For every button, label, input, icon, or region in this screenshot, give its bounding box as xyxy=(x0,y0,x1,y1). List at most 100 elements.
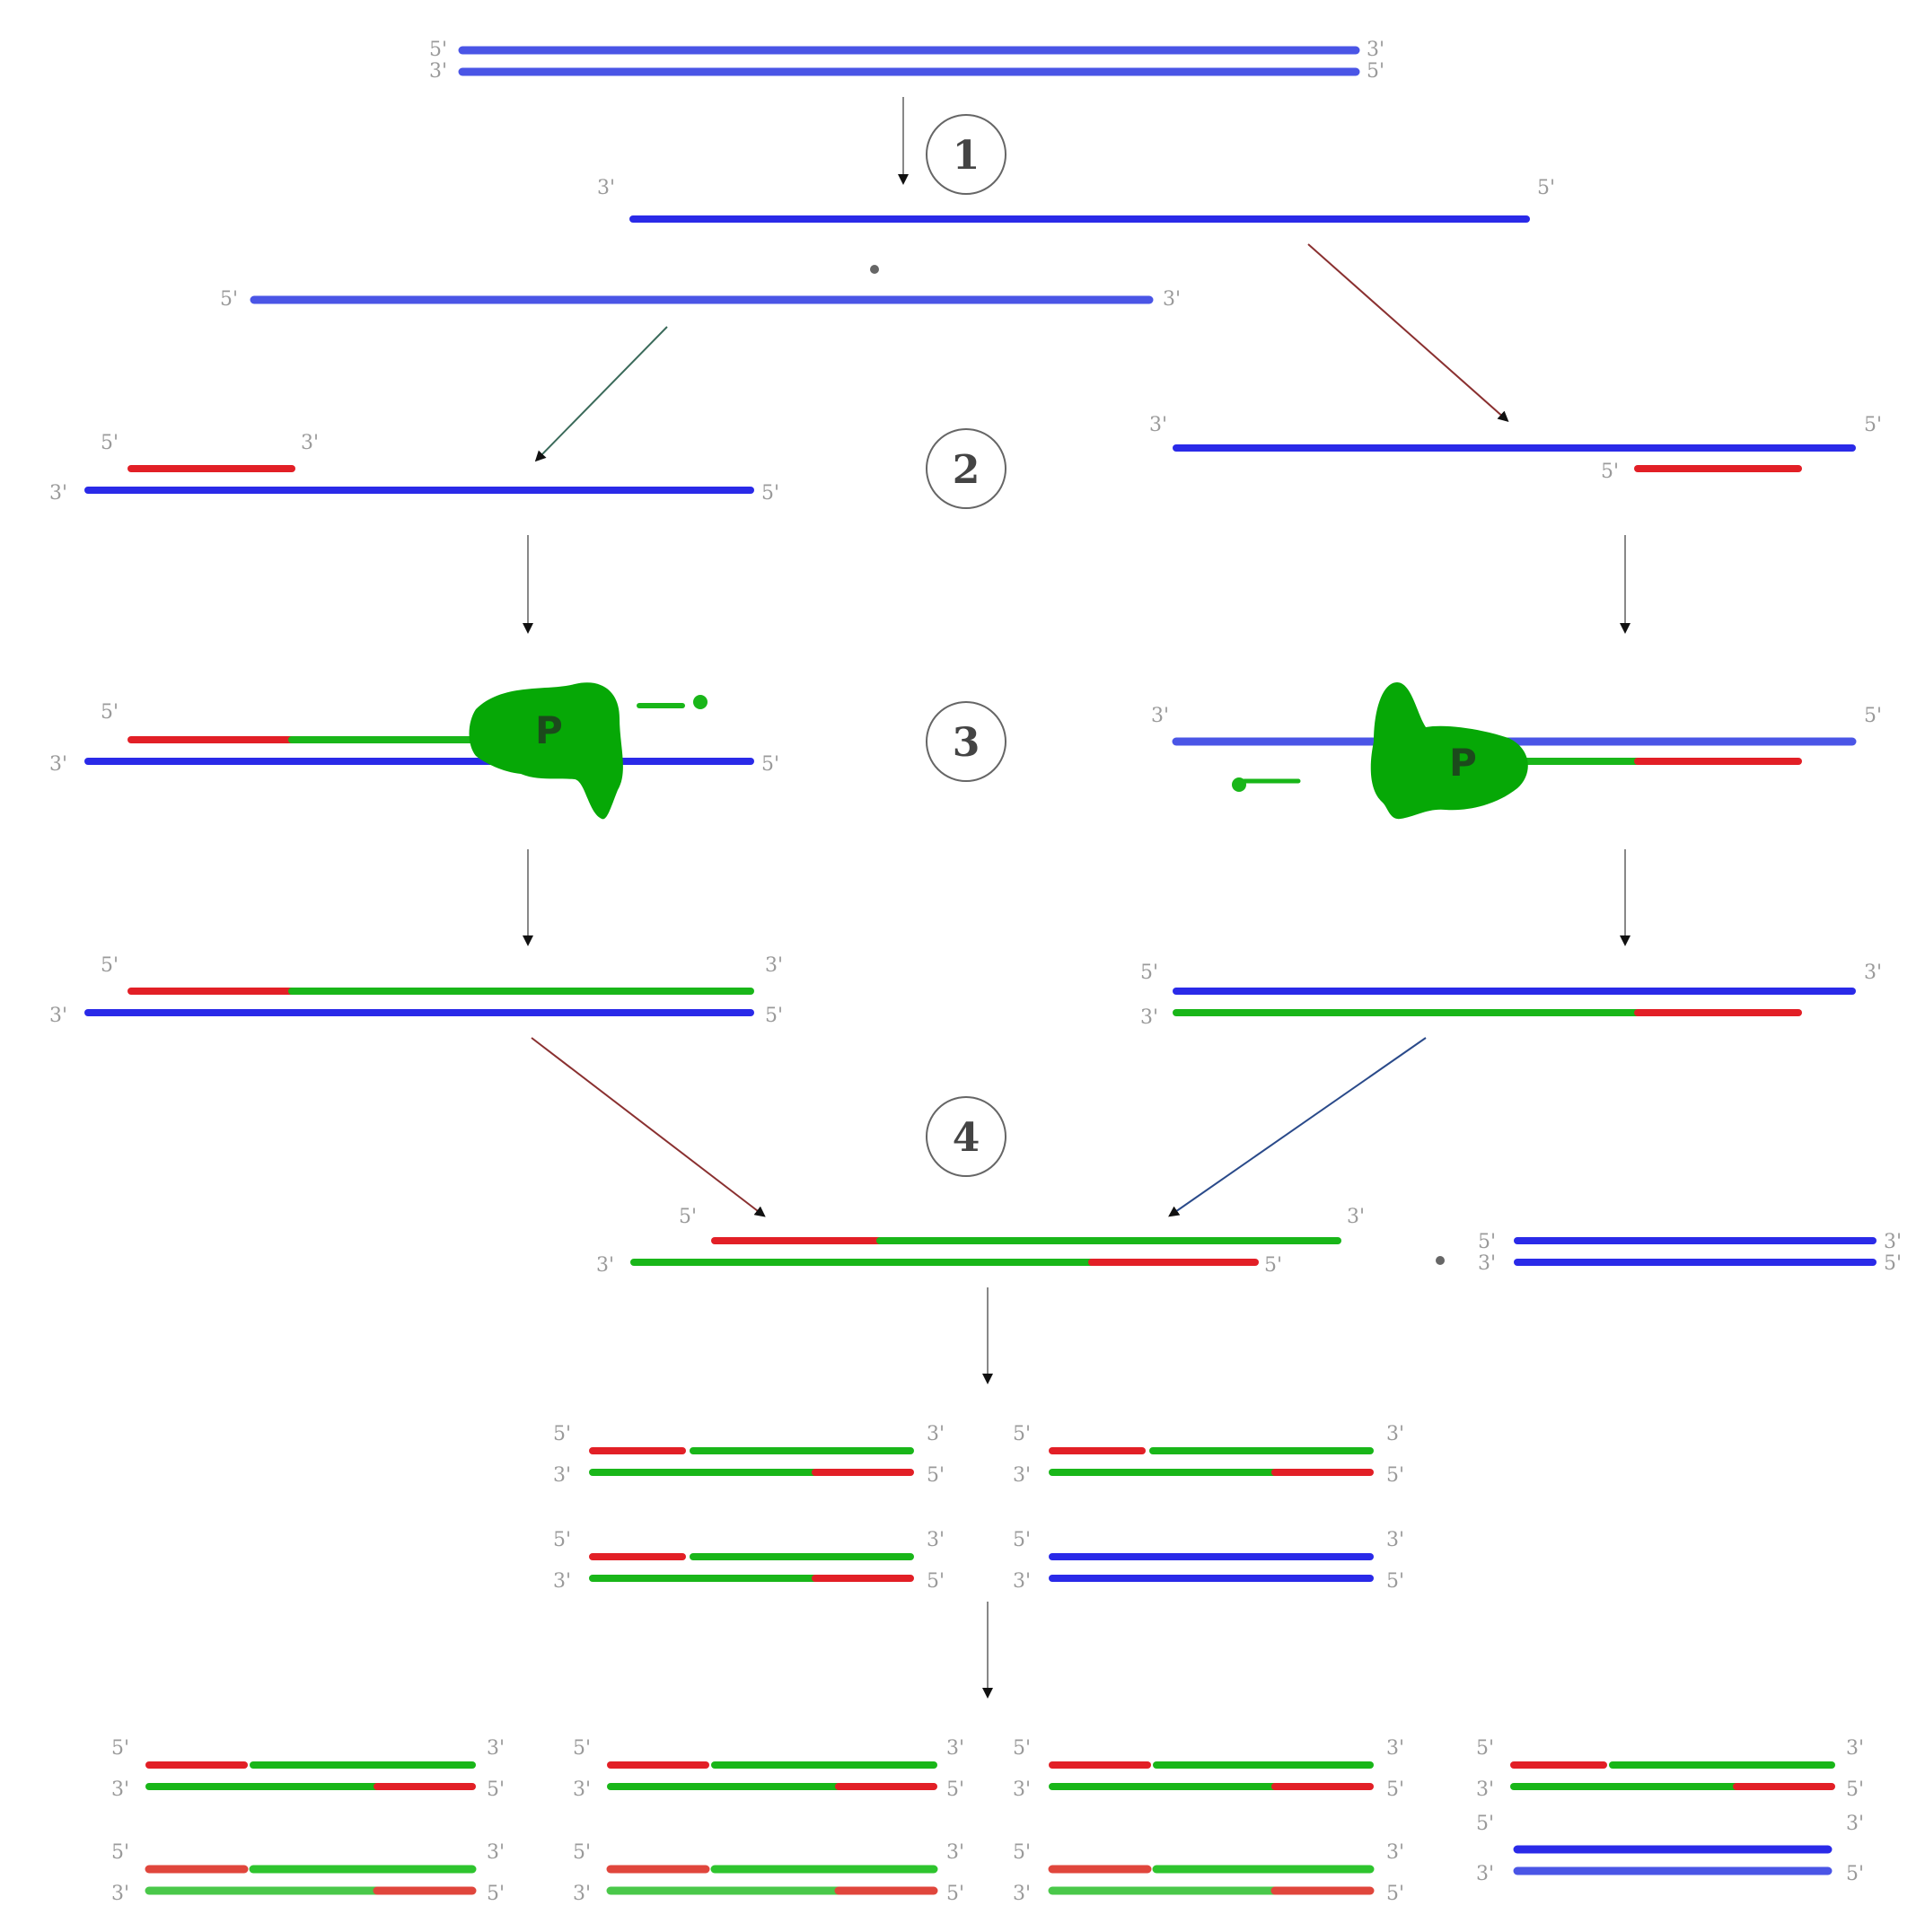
end-label: 5' xyxy=(765,1005,783,1027)
step-4-marker: 4 xyxy=(926,1096,1006,1177)
end-label: 3' xyxy=(553,1464,571,1487)
nucleotide xyxy=(1232,777,1246,792)
end-label: 5' xyxy=(1013,1423,1031,1445)
end-label: 5' xyxy=(927,1464,945,1487)
end-label: 5' xyxy=(1884,1252,1902,1275)
end-label: 5' xyxy=(1476,1813,1494,1835)
end-label: 3' xyxy=(49,482,67,505)
duplex-copy: 5' 3' 3' 5' xyxy=(1476,1737,1864,1801)
stage-four-copies: 5' 3' 3' 5' 5' 3' 3' 5' 5' 3' 3' 5' xyxy=(553,1423,1404,1593)
stage-template-duplex: 5' 3' 3' 5' xyxy=(429,39,1384,83)
end-label: 3' xyxy=(596,1254,614,1277)
end-label: 3' xyxy=(553,1570,571,1593)
end-label: 5' xyxy=(101,954,119,977)
polymerase-label: P xyxy=(1449,741,1477,785)
end-label: 5' xyxy=(573,1737,591,1760)
step-circle xyxy=(926,114,1006,195)
end-label: 5' xyxy=(761,482,779,505)
end-label: 5' xyxy=(1846,1778,1864,1801)
end-label: 3' xyxy=(1864,962,1882,984)
duplex-copy: 5' 3' 3' 5' xyxy=(1013,1841,1404,1905)
end-label: 3' xyxy=(1386,1841,1404,1864)
polymerase-blob xyxy=(469,682,623,820)
end-label: 3' xyxy=(1386,1423,1404,1445)
end-label: 3' xyxy=(1013,1570,1031,1593)
end-label: 5' xyxy=(946,1883,964,1905)
end-label: 3' xyxy=(927,1529,945,1551)
end-label: 3' xyxy=(573,1778,591,1801)
end-label: 5' xyxy=(927,1570,945,1593)
end-label: 3' xyxy=(1151,705,1169,727)
end-label: 3' xyxy=(1163,288,1181,311)
end-label: 3' xyxy=(1846,1737,1864,1760)
step-3-marker: 3 xyxy=(926,701,1006,782)
end-label: 3' xyxy=(301,432,319,454)
end-label: 3' xyxy=(1013,1883,1031,1905)
duplex-copy: 5' 3' 3' 5' xyxy=(1013,1423,1404,1487)
step-number: 4 xyxy=(953,1115,980,1161)
end-label: 3' xyxy=(111,1778,129,1801)
end-label: 5' xyxy=(1864,705,1882,727)
step-number: 3 xyxy=(953,720,980,766)
end-label: 3' xyxy=(1476,1863,1494,1885)
duplex-copy: 5' 3' 3' 5' xyxy=(111,1841,505,1905)
duplex-copy: 5' 3' 3' 5' xyxy=(111,1737,505,1801)
end-label: 3' xyxy=(1013,1464,1031,1487)
end-label: 5' xyxy=(1537,177,1555,199)
end-label: 3' xyxy=(1347,1206,1365,1228)
end-label: 3' xyxy=(765,954,783,977)
duplex-copy: 5' 3' 3' 5' xyxy=(573,1841,964,1905)
stage-denatured: 3' 5' 5' 3' xyxy=(220,177,1555,311)
flow-arrow xyxy=(531,1037,766,1217)
duplex-copy: 5' 3' 3' 5' xyxy=(553,1423,945,1487)
step-circle xyxy=(926,428,1006,509)
end-label: 5' xyxy=(487,1883,505,1905)
stage-extension-right: P 3' 5' xyxy=(1151,682,1882,820)
end-label: 5' xyxy=(101,701,119,724)
end-label: 5' xyxy=(1264,1254,1282,1277)
stage-eight-copies: 5' 3' 3' 5' 5' 3' 3' 5' 5' 3' 3' 5' xyxy=(111,1737,1864,1905)
end-label: 5' xyxy=(1601,461,1619,483)
end-label: 5' xyxy=(946,1778,964,1801)
end-label: 5' xyxy=(1476,1737,1494,1760)
end-label: 5' xyxy=(1386,1778,1404,1801)
end-label: 3' xyxy=(1478,1252,1496,1275)
end-label: 3' xyxy=(49,753,67,776)
end-label: 3' xyxy=(946,1737,964,1760)
end-label: 3' xyxy=(1476,1778,1494,1801)
stage-annealing-left: 5' 3' 3' 5' xyxy=(49,432,779,505)
end-label: 5' xyxy=(573,1841,591,1864)
end-label: 5' xyxy=(1013,1841,1031,1864)
polymerase-label: P xyxy=(535,708,563,752)
end-label: 5' xyxy=(679,1206,697,1228)
end-label: 5' xyxy=(1013,1529,1031,1551)
step-number: 2 xyxy=(953,447,980,493)
end-label: 5' xyxy=(1140,962,1158,984)
end-label: 5' xyxy=(1386,1883,1404,1905)
end-label: 3' xyxy=(1013,1778,1031,1801)
end-label: 5' xyxy=(1846,1863,1864,1885)
step-number: 1 xyxy=(953,133,980,179)
end-label: 5' xyxy=(429,39,447,61)
end-label: 3' xyxy=(429,60,447,83)
end-label: 3' xyxy=(1367,39,1384,61)
stage-extended-left: 5' 3' 3' 5' xyxy=(49,954,783,1027)
end-label: 3' xyxy=(1884,1231,1902,1253)
nucleotide xyxy=(693,695,708,709)
end-label: 5' xyxy=(553,1423,571,1445)
end-label: 5' xyxy=(1367,60,1384,83)
flow-arrow xyxy=(534,326,668,462)
step-circle xyxy=(926,701,1006,782)
duplex-copy: 5' 3' 3' 5' xyxy=(573,1737,964,1801)
step-1-marker: 1 xyxy=(926,114,1006,195)
end-label: 3' xyxy=(487,1737,505,1760)
end-label: 3' xyxy=(1386,1529,1404,1551)
separator-dot xyxy=(1436,1256,1445,1265)
end-label: 3' xyxy=(597,177,615,199)
step-2-marker: 2 xyxy=(926,428,1006,509)
end-label: 3' xyxy=(573,1883,591,1905)
end-label: 3' xyxy=(487,1841,505,1864)
stage-annealing-right: 3' 5' 5' xyxy=(1149,414,1882,483)
duplex-copy: 5' 3' 3' 5' xyxy=(553,1529,945,1593)
